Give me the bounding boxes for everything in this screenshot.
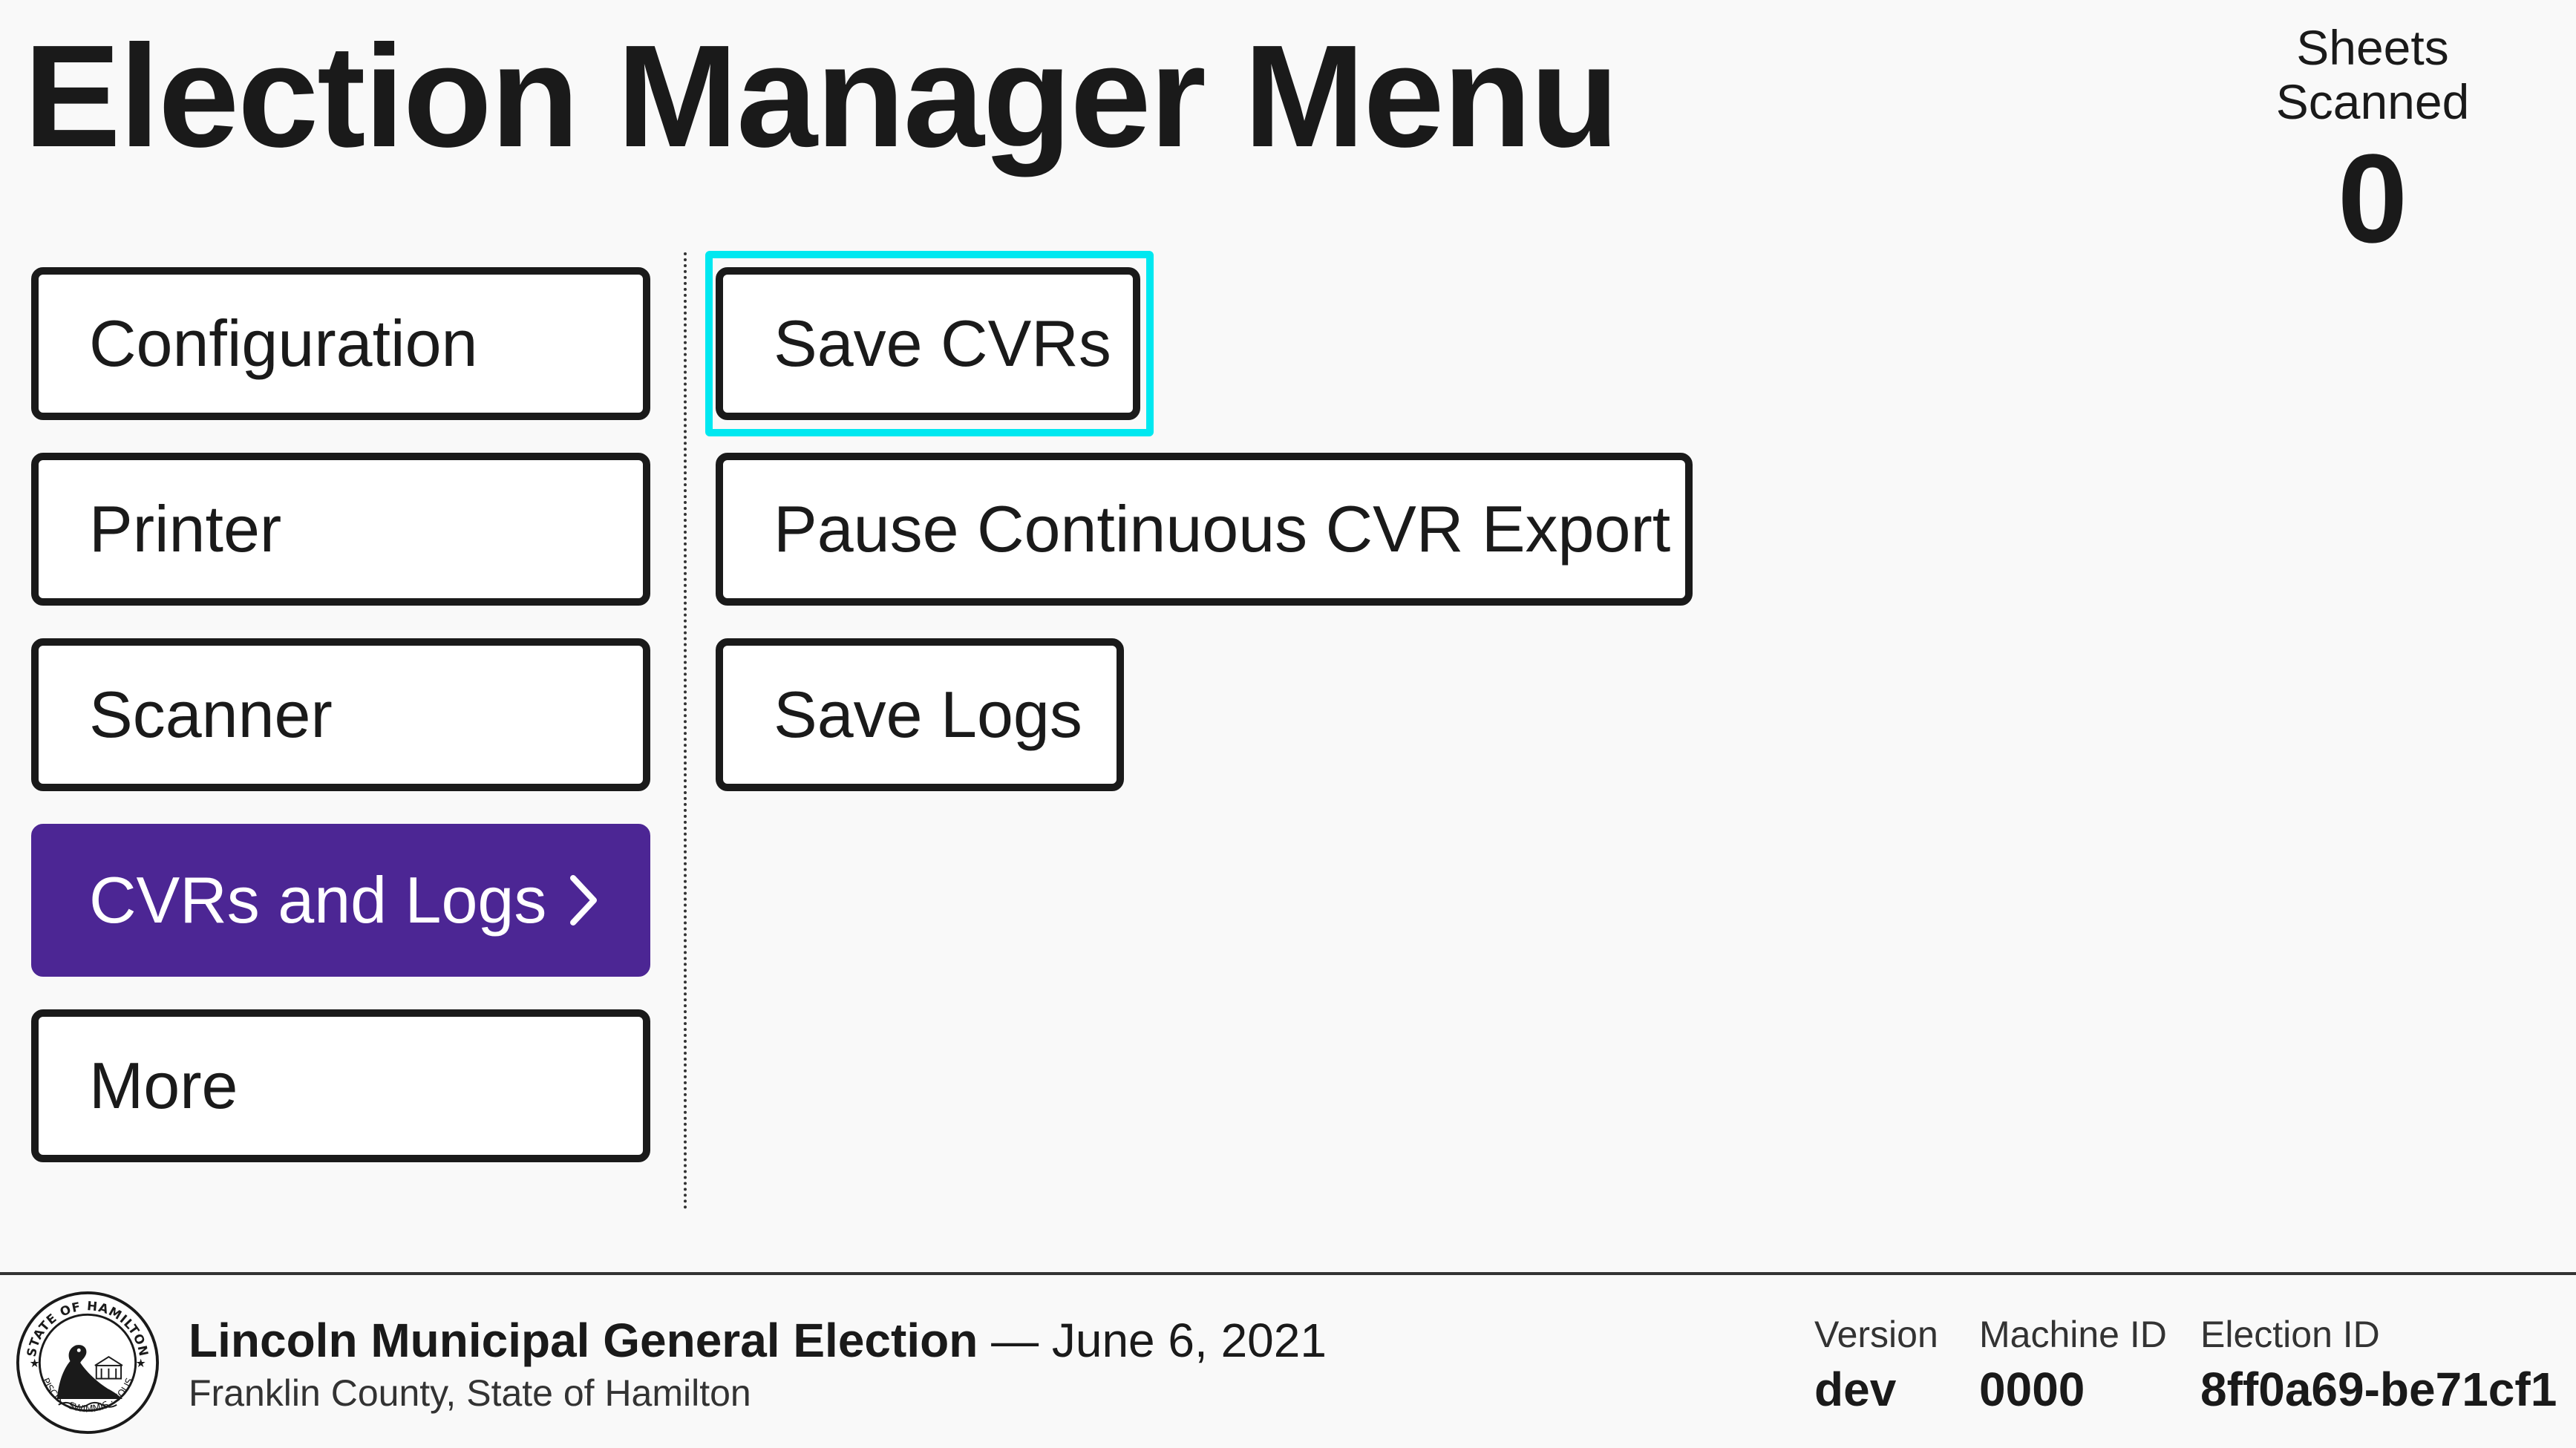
sidebar-item-label: More <box>89 1049 238 1122</box>
election-name: Lincoln Municipal General Election <box>189 1314 978 1367</box>
sidebar-item-label: Configuration <box>89 307 478 380</box>
election-place: Franklin County, State of Hamilton <box>189 1372 751 1414</box>
sheets-scanned-label: Sheets Scanned <box>2275 20 2470 129</box>
election-id-label: Election ID <box>2200 1314 2380 1355</box>
election-date: — June 6, 2021 <box>991 1314 1327 1367</box>
sidebar-item-more[interactable]: More <box>31 1009 650 1162</box>
sidebar-item-label: Scanner <box>89 678 333 751</box>
election-info-bar: STATE OF HAMILTON PISCIS · SWIMMIS · SOL… <box>0 1272 2576 1448</box>
svg-text:★: ★ <box>136 1356 146 1370</box>
sidebar-item-label: CVRs and Logs <box>89 863 547 937</box>
save-cvrs-button[interactable]: Save CVRs <box>716 267 1140 420</box>
election-title-line: Lincoln Municipal General Election — Jun… <box>189 1314 1327 1369</box>
menu-divider <box>684 252 687 1210</box>
state-seal-icon: STATE OF HAMILTON PISCIS · SWIMMIS · SOL… <box>16 1291 160 1435</box>
save-logs-label: Save Logs <box>774 678 1082 751</box>
version-label: Version <box>1814 1314 1938 1355</box>
chevron-right-icon <box>570 875 597 926</box>
sidebar-item-scanner[interactable]: Scanner <box>31 638 650 791</box>
pause-export-label: Pause Continuous CVR Export <box>774 492 1671 566</box>
machine-id-value: 0000 <box>1979 1362 2085 1416</box>
election-id-value: 8ff0a69-be71cf1 <box>2200 1362 2557 1416</box>
pause-continuous-cvr-export-button[interactable]: Pause Continuous CVR Export <box>716 453 1693 606</box>
save-cvrs-label: Save CVRs <box>774 307 1111 380</box>
sidebar-item-configuration[interactable]: Configuration <box>31 267 650 420</box>
svg-text:★: ★ <box>30 1356 40 1370</box>
version-info: Version dev <box>1814 1314 1938 1418</box>
sidebar-item-printer[interactable]: Printer <box>31 453 650 606</box>
sidebar-item-cvrs-and-logs[interactable]: CVRs and Logs <box>31 824 650 977</box>
machine-id-label: Machine ID <box>1979 1314 2167 1355</box>
machine-id-info: Machine ID 0000 <box>1979 1314 2167 1418</box>
election-id-info: Election ID 8ff0a69-be71cf1 <box>2200 1314 2557 1418</box>
version-value: dev <box>1814 1362 1897 1416</box>
sheets-scanned-count: 0 <box>2337 128 2408 270</box>
page-title: Election Manager Menu <box>24 15 1619 177</box>
save-logs-button[interactable]: Save Logs <box>716 638 1124 791</box>
sidebar-item-label: Printer <box>89 492 282 566</box>
election-info: Lincoln Municipal General Election — Jun… <box>189 1314 1327 1415</box>
sheets-scanned: Sheets Scanned 0 <box>2194 20 2551 270</box>
